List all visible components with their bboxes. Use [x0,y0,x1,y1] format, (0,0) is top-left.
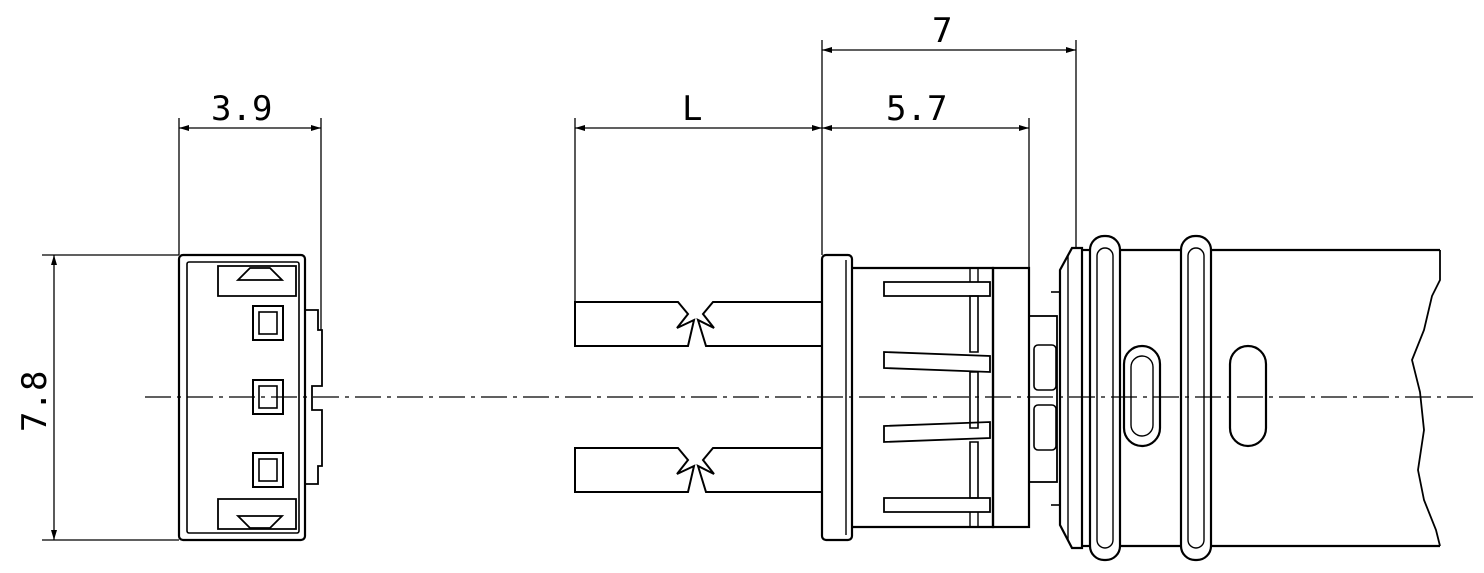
dimension-housing-length [821,40,1030,268]
dimension-width-label: 3.9 [211,89,272,129]
plug-slot-2 [1228,344,1268,448]
wires [574,301,822,493]
dimension-total-length-label: 7 [932,11,952,51]
dimension-width [178,118,322,330]
break-line [1411,250,1441,547]
end-view [177,253,323,542]
dimension-total-length [822,40,1077,248]
terminal-slot-top [252,305,284,341]
plug-body [1058,234,1441,562]
dimension-height [42,254,179,541]
terminal-slot-bottom [252,452,284,488]
terminal-slot-middle [252,379,284,415]
connector-housing [820,253,1060,542]
dimension-height-label: 7.8 [15,371,55,432]
plug-slot-1 [1122,344,1162,448]
dimension-wire-length-label: L [682,89,702,129]
dimension-housing-length-label: 5.7 [886,89,947,129]
seal-ring-2 [1179,234,1213,562]
seal-ring-1 [1088,234,1122,562]
dimension-wire-length [574,118,822,302]
